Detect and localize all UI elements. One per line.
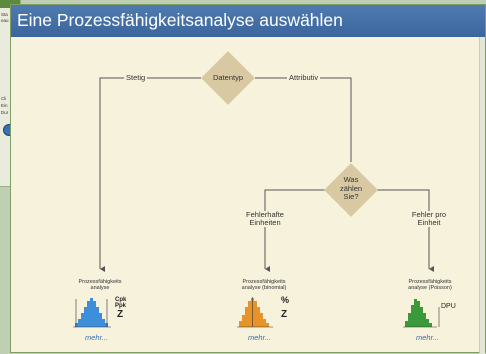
binomial-histogram-icon <box>237 297 273 328</box>
more-link-binomial[interactable]: mehr... <box>248 333 272 342</box>
card-title: Prozessfähigkeits analyse <box>78 279 122 291</box>
decision-datatype-label: Datentyp <box>212 73 244 82</box>
percent-symbol: % <box>281 295 290 305</box>
branch-label-stetig: Stetig <box>124 73 148 82</box>
card-title: Prozessfähigkeits analyse (Poisson) <box>408 279 452 291</box>
vertical-scrollbar[interactable] <box>479 37 485 354</box>
branch-label-attributiv: Attributiv <box>287 73 321 82</box>
ppk-label: Ppk <box>115 303 127 309</box>
dialog-title: Eine Prozessfähigkeitsanalyse auswählen <box>17 10 343 30</box>
background-window-text: Sta <box>1 12 8 17</box>
more-link-normal[interactable]: mehr... <box>85 333 109 342</box>
more-link-poisson[interactable]: mehr... <box>416 333 440 342</box>
branch-label-defects-per-unit: Fehler pro Einheit <box>406 211 452 227</box>
poisson-histogram-icon <box>403 299 440 328</box>
background-window-text: Cli <box>1 96 7 101</box>
z-symbol: Z <box>281 309 288 320</box>
background-window-text: Ein <box>1 103 8 108</box>
dialog-titlebar[interactable]: Eine Prozessfähigkeitsanalyse auswählen <box>11 5 485 37</box>
z-symbol: Z <box>117 309 124 320</box>
flowchart-canvas: Stetig Attributiv Datentyp Was zählen Si… <box>11 37 486 354</box>
branch-label-defective-units: Fehlerhafte Einheiten <box>239 211 291 227</box>
capability-analysis-binomial-option[interactable]: Prozessfähigkeits analyse (binomial) % Z <box>233 279 295 331</box>
cpk-label: Cpk <box>115 297 127 303</box>
background-window-text: eau <box>1 18 9 23</box>
normal-histogram-icon <box>73 298 111 328</box>
capability-analysis-poisson-option[interactable]: Prozessfähigkeits analyse (Poisson) DPU <box>399 279 461 331</box>
card-title: Prozessfähigkeits analyse (binomial) <box>241 279 287 291</box>
capability-analysis-dialog: Eine Prozessfähigkeitsanalyse auswählen … <box>10 4 486 354</box>
capability-analysis-normal-option[interactable]: Prozessfähigkeits analyse Cpk Ppk Z <box>69 279 131 331</box>
dpu-label: DPU <box>441 303 456 310</box>
decision-count-label: Was zählen Sie? <box>339 175 363 201</box>
background-window-text: Dur <box>1 110 9 115</box>
